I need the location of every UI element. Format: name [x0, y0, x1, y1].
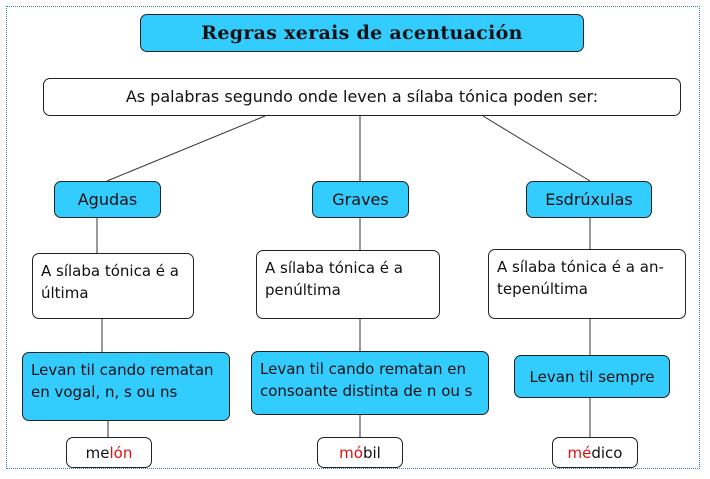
- line-intro-agudas: [106, 115, 266, 182]
- definition-esdruxulas: A sílaba tónica é a an-tepenúltima: [488, 249, 686, 319]
- rule-esdruxulas: Levan til sempre: [514, 355, 670, 398]
- diagram-frame: [6, 6, 700, 469]
- example-agudas-before: me: [85, 443, 110, 462]
- rule-graves: Levan til cando rematan en consoante dis…: [251, 351, 489, 415]
- rule-agudas: Levan til cando rematan en vogal, n, s o…: [22, 352, 230, 421]
- definition-agudas: A sílaba tónica é a última: [32, 253, 194, 319]
- example-graves-accent: mó: [339, 443, 363, 462]
- definition-graves: A sílaba tónica é a penúltima: [256, 250, 440, 319]
- example-esdruxulas-after: dico: [591, 443, 623, 462]
- intro-box: As palabras segundo onde leven a sílaba …: [43, 78, 681, 116]
- example-esdruxulas-accent: mé: [567, 443, 592, 462]
- category-esdruxulas: Esdrúxulas: [526, 181, 652, 218]
- example-graves-after: bil: [362, 443, 381, 462]
- line-intro-esdruxulas: [482, 115, 591, 182]
- category-graves: Graves: [312, 181, 409, 218]
- category-agudas: Agudas: [54, 181, 161, 218]
- example-agudas-accent: lón: [109, 443, 133, 462]
- diagram-title: Regras xerais de acentuación: [140, 14, 584, 52]
